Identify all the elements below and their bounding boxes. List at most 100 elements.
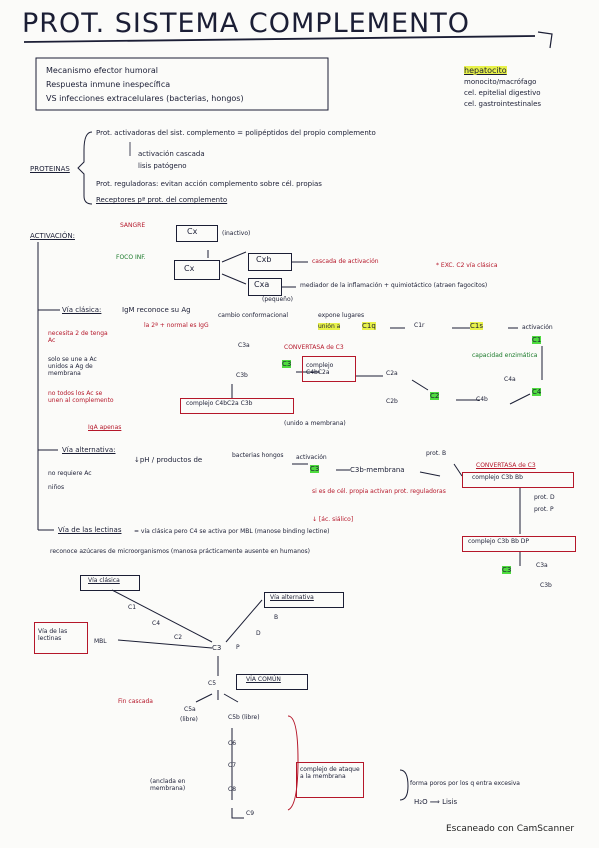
cxb-label: Cxb (256, 255, 272, 264)
diag-complejo: complejo de ataque a la membrana (300, 766, 360, 780)
cxa-label: Cxa (254, 280, 270, 289)
diag-complejo-box (296, 762, 364, 798)
lisis-patogeno: lisis patógeno (138, 162, 187, 170)
c1s-label: C1s (470, 322, 483, 330)
convertasa-c3-alt: CONVERTASA de C3 (476, 462, 536, 469)
diag-fin: Fin cascada (118, 698, 153, 705)
activacion-label: ACTIVACIÓN: (30, 232, 75, 240)
diag-c5a: C5a (184, 706, 196, 713)
cxa-box (248, 278, 282, 296)
intro-item-1: Mecanismo efector humoral (46, 66, 158, 75)
diag-p: P (236, 644, 240, 651)
diag-h2o: H₂O ⟹ Lisis (414, 798, 458, 806)
diag-comun-box (236, 674, 308, 690)
clasica-note-2: solo se une a Ac unidos a Ag de membrana (48, 356, 97, 377)
exc-c2: * EXC. C2 vía clásica (436, 262, 498, 269)
diag-mbl: MBL (94, 638, 107, 645)
diag-clasica-box (80, 575, 140, 591)
inactivo-label: (inactivo) (222, 230, 251, 237)
diag-d: D (256, 630, 261, 637)
lectinas-desc-2: reconoce azúcares de microorganismos (ma… (50, 548, 311, 555)
diag-c5a-libre: (libre) (180, 716, 198, 723)
union-label: unión a (318, 323, 341, 330)
scanner-footer: Escaneado con CamScanner (446, 824, 575, 834)
intro-item-3: VS infecciones extracelulares (bacterias… (46, 94, 244, 103)
prot-p: prot. P (534, 506, 554, 513)
lectinas-desc: = vía clásica pero C4 se activa por MBL … (134, 528, 330, 535)
diag-c6: C6 (228, 740, 237, 747)
origin-hepatocito: hepatocito (464, 66, 507, 75)
complejo-c4bc2a-box (302, 356, 356, 382)
diag-alternativa-box (264, 592, 344, 608)
igm-reconoce: IgM reconoce su Ag (122, 306, 191, 314)
diag-clasica: Vía clásica (88, 577, 120, 584)
c1-label: C1 (532, 336, 542, 344)
diag-anclada: (anclada en membrana) (150, 778, 186, 792)
origin-epitelial: cel. epitelial digestivo (464, 89, 541, 97)
cel-propia: si es de cél. propia activan prot. regul… (312, 488, 446, 495)
prot-b: prot. B (426, 450, 447, 457)
diag-b: B (274, 614, 279, 621)
activacion-cascada: activación cascada (138, 150, 205, 158)
c4-label: C4 (532, 388, 542, 396)
diag-c9: C9 (246, 810, 255, 817)
diag-c5b: C5b (libre) (228, 714, 260, 721)
ph-productos: ↓pH / productos de (134, 456, 203, 464)
sangre-label: SANGRE (120, 222, 146, 229)
cx-label-2: Cx (184, 264, 195, 273)
cx-box-2 (174, 260, 220, 280)
cx-box (176, 225, 218, 242)
clasica-note-1: necesita 2 de tenga Ac (48, 330, 108, 344)
page-title: PROT. SISTEMA COMPLEMENTO (22, 8, 470, 39)
c3-label: C3 (282, 360, 292, 368)
cxa-desc: mediador de la inflamación + quimiotácti… (300, 282, 488, 289)
cx-label: Cx (187, 227, 198, 236)
c4b-label: C4b (476, 396, 488, 403)
cxb-box (248, 253, 292, 271)
cambio-conformacional: cambio conformacional (218, 312, 289, 319)
diag-comun: VÍA COMÚN (246, 676, 281, 683)
c3b-label: C3b (236, 372, 248, 379)
diag-c2: C2 (174, 634, 183, 641)
origin-gastro: cel. gastrointestinales (464, 100, 542, 108)
complejo-c3bbb: complejo C3b Bb (472, 474, 523, 481)
segunda-igg: la 2ª + normal es IgG (144, 322, 209, 329)
c3a-label: C3a (238, 342, 250, 349)
diag-c3: C3 (212, 644, 222, 652)
c2-label: C2 (430, 392, 440, 400)
c1r-label: C1r (414, 322, 425, 329)
alt-c3-final: C3 (502, 566, 512, 574)
pequeno-label: (pequeño) (262, 296, 293, 303)
diag-lectinas-box (34, 622, 88, 654)
foco-inf-label: FOCO INF. (116, 254, 146, 261)
diag-c8: C8 (228, 786, 237, 793)
clasica-note-3: no todos los Ac se unen al complemento (48, 390, 114, 404)
via-lectinas-label: Vía de las lectinas (58, 526, 122, 534)
complejo-c3bbb-box (462, 472, 574, 488)
capacidad-enzimatica: capacidad enzimática (472, 352, 538, 359)
c4a-label: C4a (504, 376, 516, 383)
diag-c1: C1 (128, 604, 137, 611)
complejo-c3bbbdp: complejo C3b Bb DP (468, 538, 530, 545)
complejo-c4bc2a: complejo C4bC2a (306, 362, 334, 376)
c2b-label: C2b (386, 398, 398, 405)
via-clasica-label: Vía clásica: (62, 306, 102, 314)
activacion-c1: activación (522, 324, 553, 331)
unido-membrana: (unido a membrana) (284, 420, 346, 427)
c3b-membrana: C3b-membrana (350, 466, 405, 474)
diag-lectinas: Vía de las lectinas (38, 628, 68, 642)
c2a-label: C2a (386, 370, 398, 377)
diag-c7: C7 (228, 762, 237, 769)
origin-monocito: monocito/macrófago (464, 78, 537, 86)
diag-c4: C4 (152, 620, 161, 627)
diag-forma-poros: forma poros por los q entra excesiva (410, 780, 520, 787)
via-alternativa-label: Vía alternativa: (62, 446, 116, 454)
bacterias-hongos: bacterias hongos (232, 452, 284, 459)
diag-alternativa: Vía alternativa (270, 594, 314, 601)
complejo-c4bc2ac3b-box (180, 398, 294, 414)
expone-lugares: expone lugares (318, 312, 365, 319)
alt-note-2: niños (48, 484, 65, 491)
convertasa-c3: CONVERTASA de C3 (284, 344, 344, 351)
